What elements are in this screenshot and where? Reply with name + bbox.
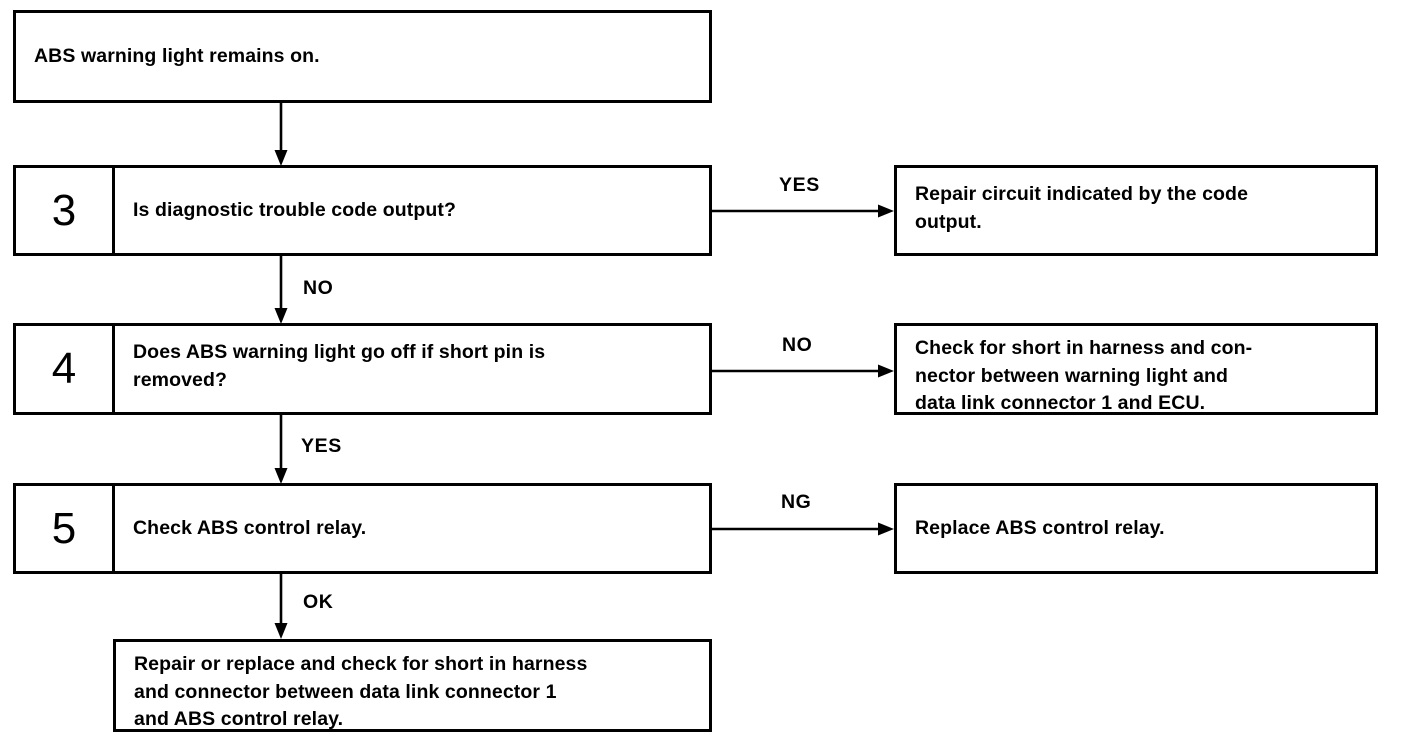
edge-label-step5-ok: OK [303,591,334,613]
edge-label-step3-yes: YES [779,174,820,196]
arrowhead-step3-no [274,308,288,324]
node-final-text: Repair or replace and check for short in… [134,653,588,731]
node-step-3[interactable]: 3 Is diagnostic trouble code output? [13,165,712,256]
arrowhead-step4-no [878,364,894,378]
node-step-3-body: Is diagnostic trouble code output? [115,168,709,253]
node-step-3-result-text: Repair circuit indicated by the code out… [915,183,1249,233]
arrowhead-step3-yes [878,204,894,218]
node-step-5[interactable]: 5 Check ABS control relay. [13,483,712,574]
node-step-4-result[interactable]: Check for short in harness and con- nect… [894,323,1378,415]
edge-label-step3-no: NO [303,277,334,299]
node-step-5-text: Check ABS control relay. [133,516,367,539]
arrowhead-step5-ng [878,522,894,536]
node-final-body: Repair or replace and check for short in… [116,642,709,730]
node-step-4-text: Does ABS warning light go off if short p… [133,341,546,391]
node-step-3-text: Is diagnostic trouble code output? [133,198,456,221]
node-step-3-result-body: Repair circuit indicated by the code out… [897,168,1375,253]
edge-label-step4-yes: YES [301,435,342,457]
node-step-5-result[interactable]: Replace ABS control relay. [894,483,1378,574]
arrowhead-step4-yes [274,468,288,484]
node-step-4-result-body: Check for short in harness and con- nect… [897,326,1375,414]
node-step-3-result[interactable]: Repair circuit indicated by the code out… [894,165,1378,256]
node-step-5-number: 5 [16,486,115,571]
node-start[interactable]: ABS warning light remains on. [13,10,712,103]
arrowhead-step5-ok [274,623,288,639]
node-step-3-number: 3 [16,168,115,253]
node-step-5-result-text: Replace ABS control relay. [915,516,1165,539]
node-step-5-body: Check ABS control relay. [115,486,709,571]
node-start-body: ABS warning light remains on. [16,13,709,100]
node-step-4-body: Does ABS warning light go off if short p… [115,326,709,412]
node-final[interactable]: Repair or replace and check for short in… [113,639,712,732]
node-start-text: ABS warning light remains on. [34,44,320,67]
node-step-4-result-text: Check for short in harness and con- nect… [915,337,1253,415]
node-step-4-number: 4 [16,326,115,412]
arrowhead-start-to-step3 [274,150,288,166]
edge-label-step5-ng: NG [781,491,812,513]
edge-label-step4-no: NO [782,334,813,356]
node-step-5-result-body: Replace ABS control relay. [897,486,1375,571]
node-step-4[interactable]: 4 Does ABS warning light go off if short… [13,323,712,415]
